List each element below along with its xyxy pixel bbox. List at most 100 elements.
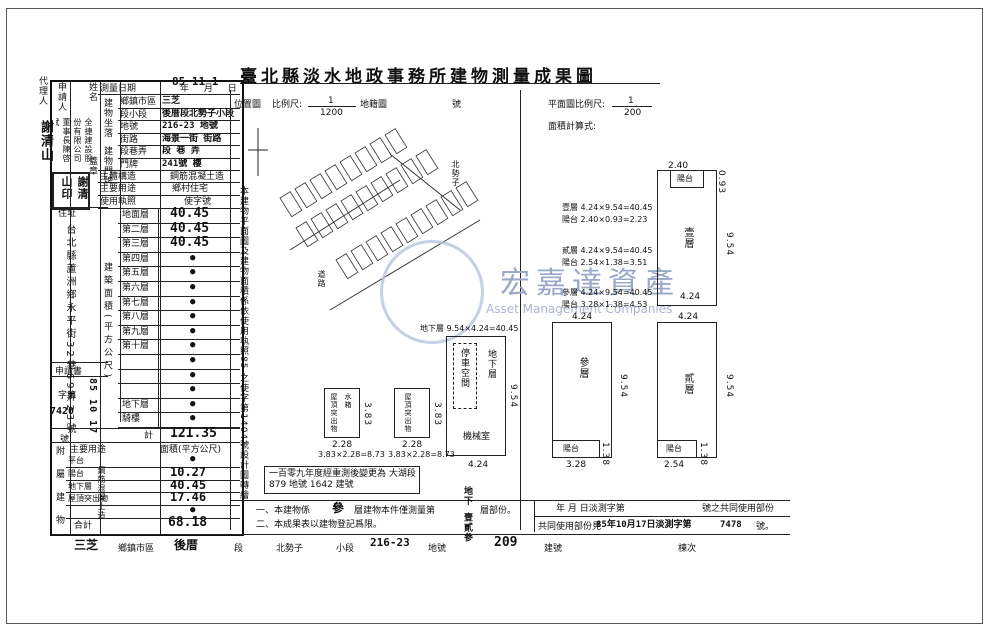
lot-cell (354, 146, 378, 173)
floor2-dim-top: 4.24 (678, 312, 699, 322)
structure-value: 鋼筋混凝土造 (170, 172, 225, 182)
bottom-lot-label: 地號 (428, 544, 447, 554)
floor-row-area: 40.45 (170, 220, 210, 236)
apply-date: 85 10 17 (87, 378, 98, 435)
row-divider (66, 466, 240, 468)
seal-header: 蓋章 (87, 156, 97, 176)
floor1-dim-balcony: 0.93 (716, 170, 726, 195)
survey-date-header: 測量日期 (100, 84, 137, 94)
floor-row-name: 地面層 (122, 210, 150, 220)
bottom-building-label: 建號 (544, 544, 563, 554)
row-divider (118, 107, 240, 109)
lot-cell (324, 164, 348, 191)
page-title: 臺北縣淡水地政事務所建物測量成果圖 (240, 67, 597, 87)
floor-row-name: 第六層 (122, 283, 150, 293)
area-formula: 貳層 4.24×9.54=40.45 (562, 246, 653, 255)
agent-seal-stamp: 謝清山印 (52, 172, 90, 210)
location-row-value: 216-23 地號 (162, 121, 218, 131)
floor-row-area: ● (190, 340, 196, 351)
location-row-value: 241號 樓 (162, 158, 202, 169)
floor-row-area: ● (190, 282, 196, 292)
floor-row-name: 第十層 (122, 341, 150, 352)
floor-row-name: 第八層 (122, 312, 150, 323)
lot-cell (340, 194, 364, 221)
bottom-section-label: 段 (234, 544, 244, 554)
lot-cell (365, 235, 389, 262)
floor1-balcony-label: 陽台 (677, 174, 693, 183)
row-divider (66, 505, 240, 507)
floor2-balcony-label: 陽台 (666, 444, 682, 453)
row-divider (118, 324, 240, 326)
floor3-dim-bottom: 3.28 (566, 460, 587, 470)
area-formula: 陽台 2.40×0.93=2.23 (562, 215, 648, 224)
lot-cell (350, 244, 374, 271)
common-use-2: 號之共同使用部份 (702, 504, 775, 514)
floor3-label: 參層 (577, 357, 588, 379)
bottom-section: 後厝 (174, 538, 199, 552)
bottom-subsection: 北勢子 (276, 544, 304, 554)
roof-structure-2: 屋頂突出物 (394, 388, 430, 438)
agent-name: 謝清山 (38, 120, 53, 162)
roof-structure-2-label: 屋頂突出物 (404, 393, 412, 433)
row-divider (118, 132, 240, 134)
floor-row-name: 第三層 (122, 239, 150, 250)
row-divider (118, 368, 240, 370)
attached-row-name: 陽台 (68, 468, 84, 478)
roof-structure-1-dim-bottom: 2.28 (332, 440, 353, 450)
attached-header: 附屬建物 (54, 446, 64, 538)
note-1a: 一、本建物係 (256, 506, 311, 516)
floor-row-area: 40.45 (170, 235, 210, 251)
area-formula: 地下層 9.54×4.24=40.45 (420, 324, 519, 333)
row-divider (118, 281, 240, 282)
note-1b: 參 (332, 501, 345, 515)
area-formula: 參層 4.24×9.54=40.45 (562, 288, 653, 297)
basement-plan: 停車空間 地下層 機械室 (446, 336, 506, 456)
lot-cell (369, 137, 393, 164)
road-label-2: 道路 (317, 270, 326, 288)
note-1d: 地下 壹貳參 (462, 486, 472, 543)
drawing-source-note: 本建物平面圖及建物面積係依使用執照85 之使字第1404號設計圖轉繪 (238, 186, 248, 501)
watermark-seal (380, 240, 484, 344)
floor-row-name: 騎樓 (122, 414, 141, 425)
attached-row-area: ● (190, 505, 196, 516)
floor2-dim-side: 9.54 (724, 374, 734, 399)
name-header: 姓名 (87, 82, 97, 102)
row-divider (118, 339, 240, 341)
common-use-date: 85年10月17日淡測字第 (596, 520, 692, 530)
lot-cell (384, 128, 408, 155)
location-row-key: 地號 (120, 122, 139, 132)
road-label-1: 北勢子 (451, 160, 460, 187)
roof-structure-2-dim-bottom: 2.28 (402, 440, 423, 450)
lot-cell (279, 191, 303, 218)
row-divider (118, 295, 240, 297)
total-value: 121.35 (170, 426, 217, 441)
roof-structure-2-formula: 3.83×2.28=8.73 (388, 450, 455, 459)
floor-row-name: 第五層 (122, 268, 150, 279)
lot-cell (309, 173, 333, 200)
row-divider (66, 492, 240, 494)
row-divider (118, 310, 240, 312)
common-use-3: 共同使用部份見 (538, 522, 602, 532)
floor1-label: 壹層 (682, 227, 693, 249)
floor3-balcony-label: 陽台 (563, 444, 579, 453)
common-use-no: 7478 (720, 520, 742, 530)
note-1c: 層建物本件僅測量第 (354, 506, 436, 516)
location-header: 建物坐落 (102, 98, 112, 138)
resurvey-note-box: 一百零九年度經重測後變更為 大湖段 879 地號 1642 建號 (264, 466, 420, 494)
number-header: 號 (60, 435, 70, 445)
floor3-plan: 參層 (552, 322, 612, 458)
lot-grid (279, 128, 479, 280)
floor1-plan: 壹層 (657, 170, 717, 306)
survey-date: 85 11 1 (172, 75, 219, 88)
floor-row-area: ● (190, 296, 196, 307)
watermark-en: Asset Management Companies (486, 302, 673, 316)
lot-cell (355, 185, 379, 212)
floor3-balcony: 陽台 (552, 440, 600, 458)
floor1-dim-side: 9.54 (724, 232, 734, 257)
seal-text: 謝清山印 (60, 176, 89, 200)
attached-row-name: 平台 (68, 456, 84, 465)
structure-header: 主體構造 (100, 172, 137, 182)
floor-row-area: 40.45 (170, 206, 210, 221)
lot-cell (325, 203, 349, 230)
scale-denominator: 1200 (320, 108, 343, 118)
